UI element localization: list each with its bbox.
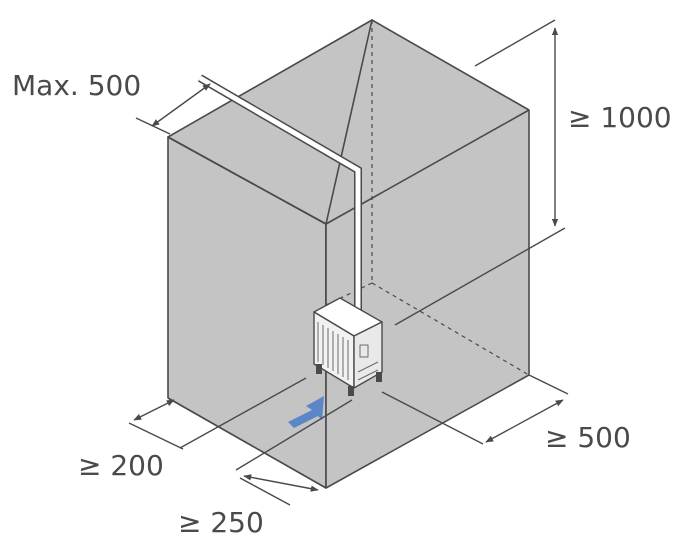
- floor-lines: [167, 397, 327, 489]
- top-clearance-label: ≥ 1000: [568, 101, 672, 134]
- refrigerant-pipe: [197, 74, 362, 310]
- unit-grille: [317, 322, 349, 380]
- dimension-200: [128, 377, 307, 450]
- top-edge-front: [167, 109, 530, 225]
- unit-feet: [316, 364, 382, 396]
- dimension-250: [235, 399, 353, 506]
- dimension-500: [381, 374, 569, 445]
- dimension-1000: [394, 19, 566, 326]
- side-clearance-label: ≥ 200: [78, 449, 164, 482]
- max-pipe-length-label: Max. 500: [12, 69, 142, 102]
- right-clearance-label: ≥ 500: [545, 421, 631, 454]
- unit-panel-detail: [357, 344, 379, 381]
- heat-pump-unit-icon: [313, 297, 383, 396]
- rear-clearance-label: ≥ 250: [178, 506, 264, 539]
- dimension-max-500: [135, 83, 211, 135]
- airflow-arrow-icon: [288, 396, 324, 428]
